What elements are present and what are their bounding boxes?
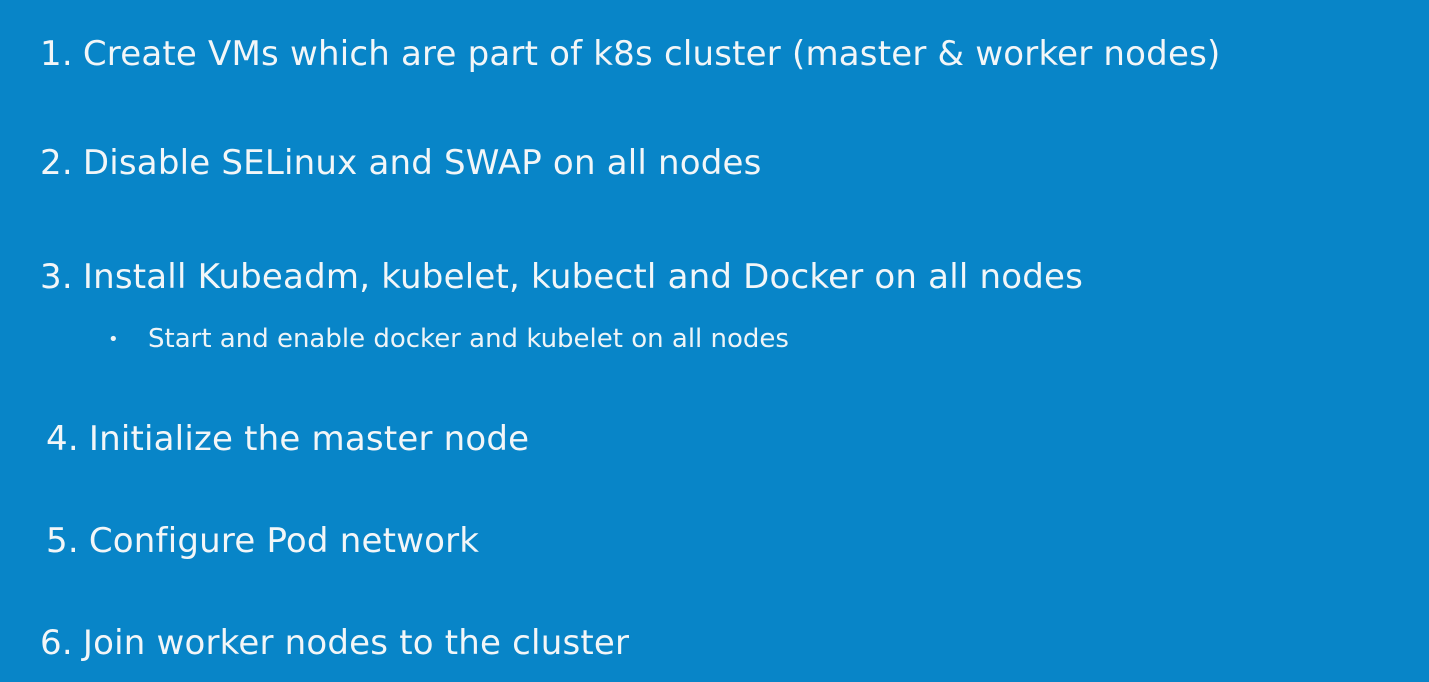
bullet-icon: • [108, 329, 119, 350]
substep-text: Start and enable docker and kubelet on a… [148, 324, 789, 354]
step-1: 1.Create VMs which are part of k8s clust… [40, 34, 1220, 74]
step-6: 6.Join worker nodes to the cluster [40, 623, 629, 663]
step-4: 4.Initialize the master node [46, 419, 529, 459]
step-number: 4. [46, 419, 79, 459]
step-text: Disable SELinux and SWAP on all nodes [82, 143, 762, 183]
step-number: 5. [46, 521, 79, 561]
step-3: 3.Install Kubeadm, kubelet, kubectl and … [40, 257, 1083, 297]
step-text: Install Kubeadm, kubelet, kubectl and Do… [82, 257, 1084, 297]
step-number: 3. [40, 257, 73, 297]
step-text: Initialize the master node [88, 419, 530, 459]
step-5: 5.Configure Pod network [46, 521, 479, 561]
step-text: Create VMs which are part of k8s cluster… [82, 34, 1221, 74]
step-number: 6. [40, 623, 73, 663]
substep-3-1: • Start and enable docker and kubelet on … [108, 322, 789, 357]
step-text: Join worker nodes to the cluster [82, 623, 630, 663]
step-number: 2. [40, 143, 73, 183]
step-number: 1. [40, 34, 73, 74]
step-text: Configure Pod network [88, 521, 480, 561]
step-2: 2.Disable SELinux and SWAP on all nodes [40, 143, 762, 183]
